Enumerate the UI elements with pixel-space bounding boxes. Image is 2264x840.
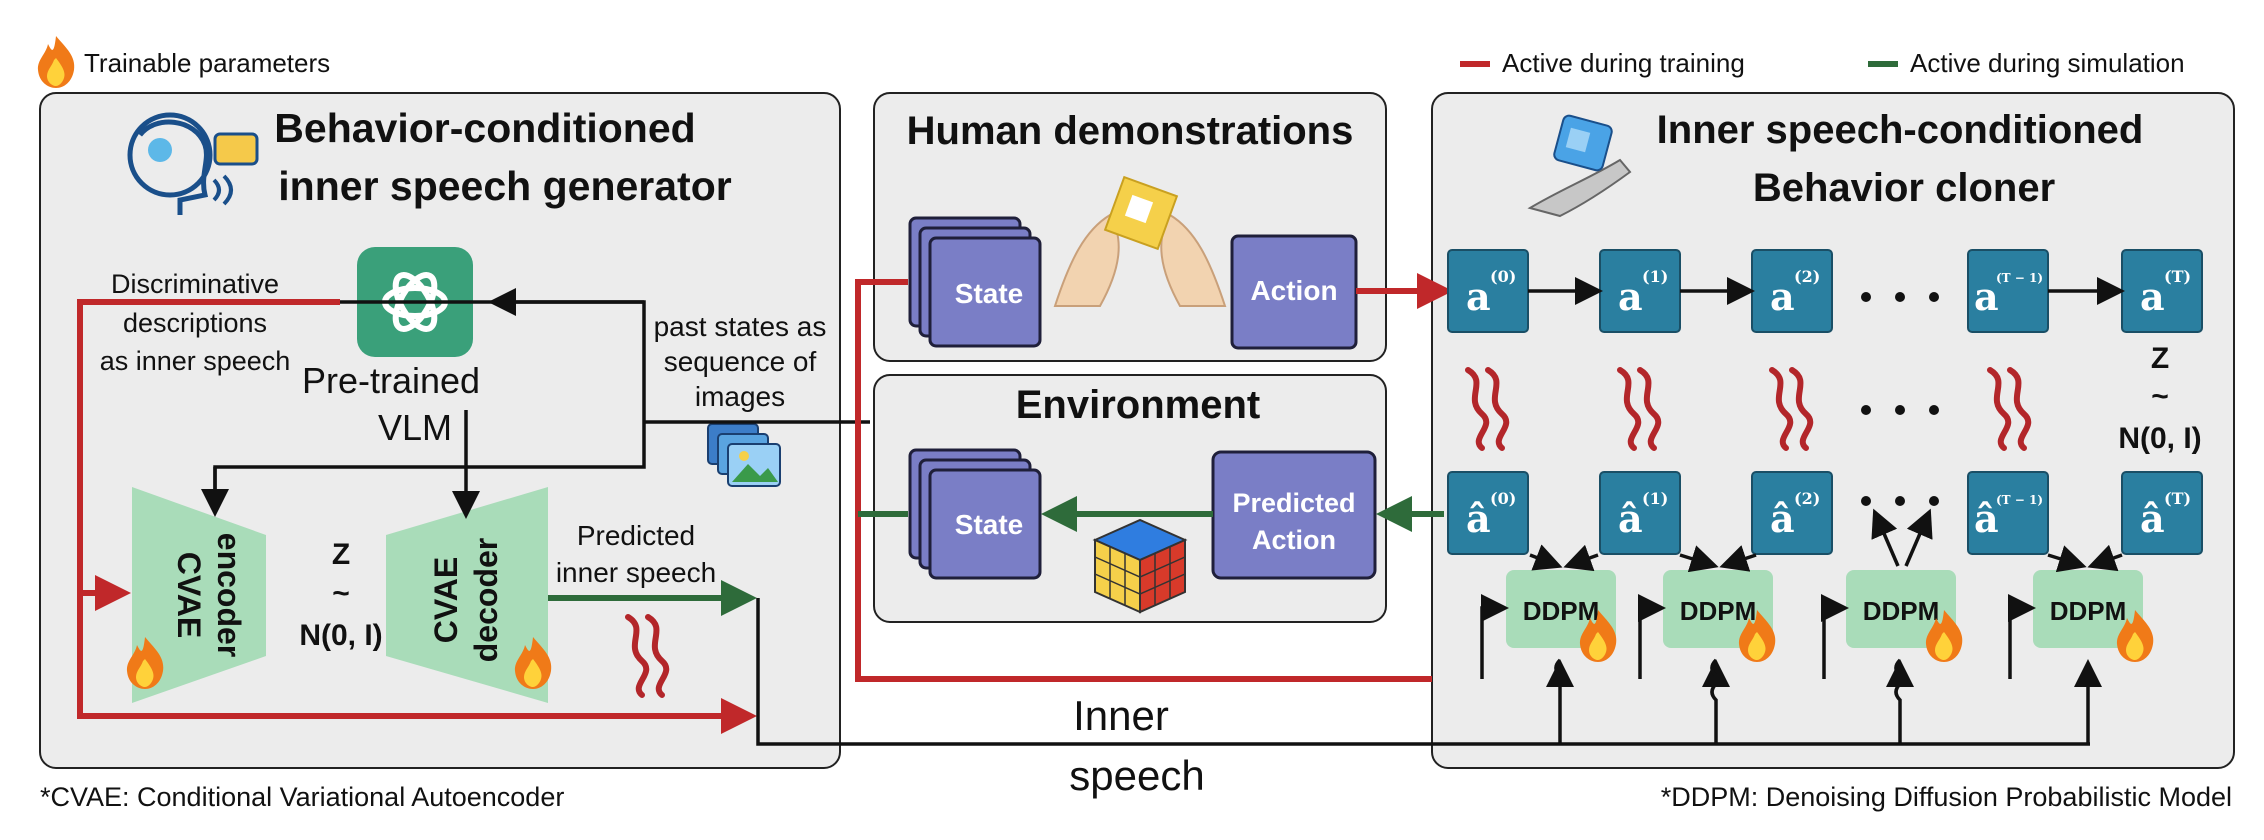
images-icon bbox=[707, 423, 781, 487]
predicted-inner-speech-line2: inner speech bbox=[556, 557, 716, 588]
action-superscript-0: (0) bbox=[1490, 267, 1516, 286]
cloner-normal-label: N(0, I) bbox=[2118, 422, 2201, 455]
cvae-normal-label: N(0, I) bbox=[299, 619, 382, 652]
predicted-action-line2: Action bbox=[1252, 525, 1336, 555]
ddpm-label-1: DDPM bbox=[1680, 596, 1757, 626]
approx-ellipsis bbox=[1861, 405, 1939, 415]
hat-block-1 bbox=[1599, 471, 1681, 555]
hat-symbol-t-minus-1: â bbox=[1974, 496, 1999, 541]
cvae-tilde: ~ bbox=[332, 577, 350, 610]
env-state-stack bbox=[908, 448, 1042, 580]
ddpm-label-0: DDPM bbox=[1523, 596, 1600, 626]
action-superscript-1: (1) bbox=[1642, 267, 1668, 286]
predicted-action-line1: Predicted bbox=[1232, 488, 1355, 518]
discriminative-label-line1: Discriminative bbox=[111, 269, 279, 299]
vlm-label-line1: Pre-trained bbox=[302, 360, 480, 401]
cvae-z-label: Z bbox=[332, 538, 350, 571]
hat-block-2 bbox=[1751, 471, 1833, 555]
ddpm-label-2: DDPM bbox=[1863, 596, 1940, 626]
robot-hand-icon bbox=[1527, 114, 1632, 218]
predicted-inner-speech-line1: Predicted bbox=[577, 520, 695, 551]
action-superscript-t-minus-1: (T − 1) bbox=[1996, 271, 2043, 285]
ddpm-label-3: DDPM bbox=[2050, 596, 2127, 626]
env-state-label: State bbox=[955, 509, 1023, 540]
vlm-label-line2: VLM bbox=[378, 407, 452, 448]
hat-symbol-1: â bbox=[1618, 496, 1643, 541]
hat-symbol-0: â bbox=[1466, 496, 1491, 541]
legend-simulation-label: Active during simulation bbox=[1910, 48, 2185, 78]
cvae-decoder-shape bbox=[386, 487, 548, 703]
action-ellipsis bbox=[1861, 292, 1939, 302]
past-states-label-line2: sequence of bbox=[664, 346, 817, 377]
cloner-tilde: ~ bbox=[2151, 380, 2169, 413]
hat-superscript-2: (2) bbox=[1794, 489, 1820, 508]
cloner-z-label: Z bbox=[2151, 342, 2169, 375]
discriminative-label-line2: descriptions bbox=[123, 308, 267, 338]
hat-block-t-minus-1 bbox=[1967, 471, 2049, 555]
legend-trainable-label: Trainable parameters bbox=[84, 48, 330, 78]
ddpm-box-2 bbox=[1846, 570, 1956, 648]
inner-speech-label-line2: speech bbox=[1069, 752, 1204, 799]
action-symbol-t-minus-1: a bbox=[1974, 274, 1999, 319]
inner-speech-label-line1: Inner bbox=[1073, 692, 1169, 739]
past-states-label-line3: images bbox=[695, 381, 785, 412]
action-symbol-2: a bbox=[1770, 274, 1795, 319]
inner-speech-bus bbox=[756, 598, 2090, 746]
hat-superscript-t-minus-1: (T − 1) bbox=[1996, 493, 2043, 507]
flame-icon bbox=[37, 36, 75, 88]
cvae-encoder-shape bbox=[132, 487, 266, 703]
ddpm-box-3 bbox=[2033, 570, 2143, 648]
cvae-encoder-label-line1: CVAE bbox=[171, 552, 207, 639]
generator-title-line2: inner speech generator bbox=[278, 163, 731, 209]
hat-symbol-2: â bbox=[1770, 496, 1795, 541]
cvae-decoder-label-line2: decoder bbox=[468, 538, 504, 662]
hat-superscript-0: (0) bbox=[1490, 489, 1516, 508]
action-superscript-2: (2) bbox=[1794, 267, 1820, 286]
demo-title: Human demonstrations bbox=[907, 109, 1354, 153]
hat-superscript-t: (T) bbox=[2164, 489, 2191, 508]
action-symbol-0: a bbox=[1466, 274, 1491, 319]
hat-ellipsis bbox=[1861, 496, 1939, 506]
demo-state-label: State bbox=[955, 278, 1023, 309]
action-symbol-1: a bbox=[1618, 274, 1643, 319]
action-superscript-t: (T) bbox=[2164, 267, 2191, 286]
demo-state-stack bbox=[908, 216, 1042, 348]
legend-training-label: Active during training bbox=[1502, 48, 1745, 78]
cloner-title-line2: Behavior cloner bbox=[1753, 166, 2055, 210]
legend: Trainable parameters Active during train… bbox=[37, 36, 2185, 88]
state-training-line bbox=[855, 279, 1432, 682]
ddpm-arrows bbox=[1480, 508, 2123, 744]
action-symbol-t: a bbox=[2140, 274, 2165, 319]
training-inner-speech-path bbox=[77, 299, 748, 719]
hat-symbol-t: â bbox=[2140, 496, 2165, 541]
hat-action-row: â (0) â (1) â (2) â (T − 1) â (T) bbox=[1447, 471, 2203, 555]
cvae-encoder-label-line2: encoder bbox=[211, 533, 247, 657]
hat-superscript-1: (1) bbox=[1642, 489, 1668, 508]
ddpm-row: DDPM DDPM DDPM DDPM bbox=[1506, 570, 2154, 662]
head-icon bbox=[127, 112, 259, 215]
cloner-title-line1: Inner speech-conditioned bbox=[1657, 108, 2144, 152]
generator-title-line1: Behavior-conditioned bbox=[274, 105, 695, 151]
hat-block-t bbox=[2121, 471, 2203, 555]
footnote-ddpm: *DDPM: Denoising Diffusion Probabilistic… bbox=[1661, 782, 2232, 812]
past-states-label-line1: past states as bbox=[654, 311, 827, 342]
cvae-decoder-label-line1: CVAE bbox=[428, 557, 464, 644]
environment-title: Environment bbox=[1016, 383, 1260, 427]
rubiks-cube-icon bbox=[1092, 518, 1188, 614]
footnote-cvae: *CVAE: Conditional Variational Autoencod… bbox=[40, 782, 564, 812]
discriminative-label-line3: as inner speech bbox=[100, 346, 291, 376]
hat-block-0 bbox=[1447, 471, 1529, 555]
demo-action-label: Action bbox=[1250, 275, 1337, 306]
action-row: a (0) a (1) a (2) a (T − 1) a (T) bbox=[1447, 249, 2203, 333]
hands-cube-icon bbox=[1053, 175, 1227, 307]
